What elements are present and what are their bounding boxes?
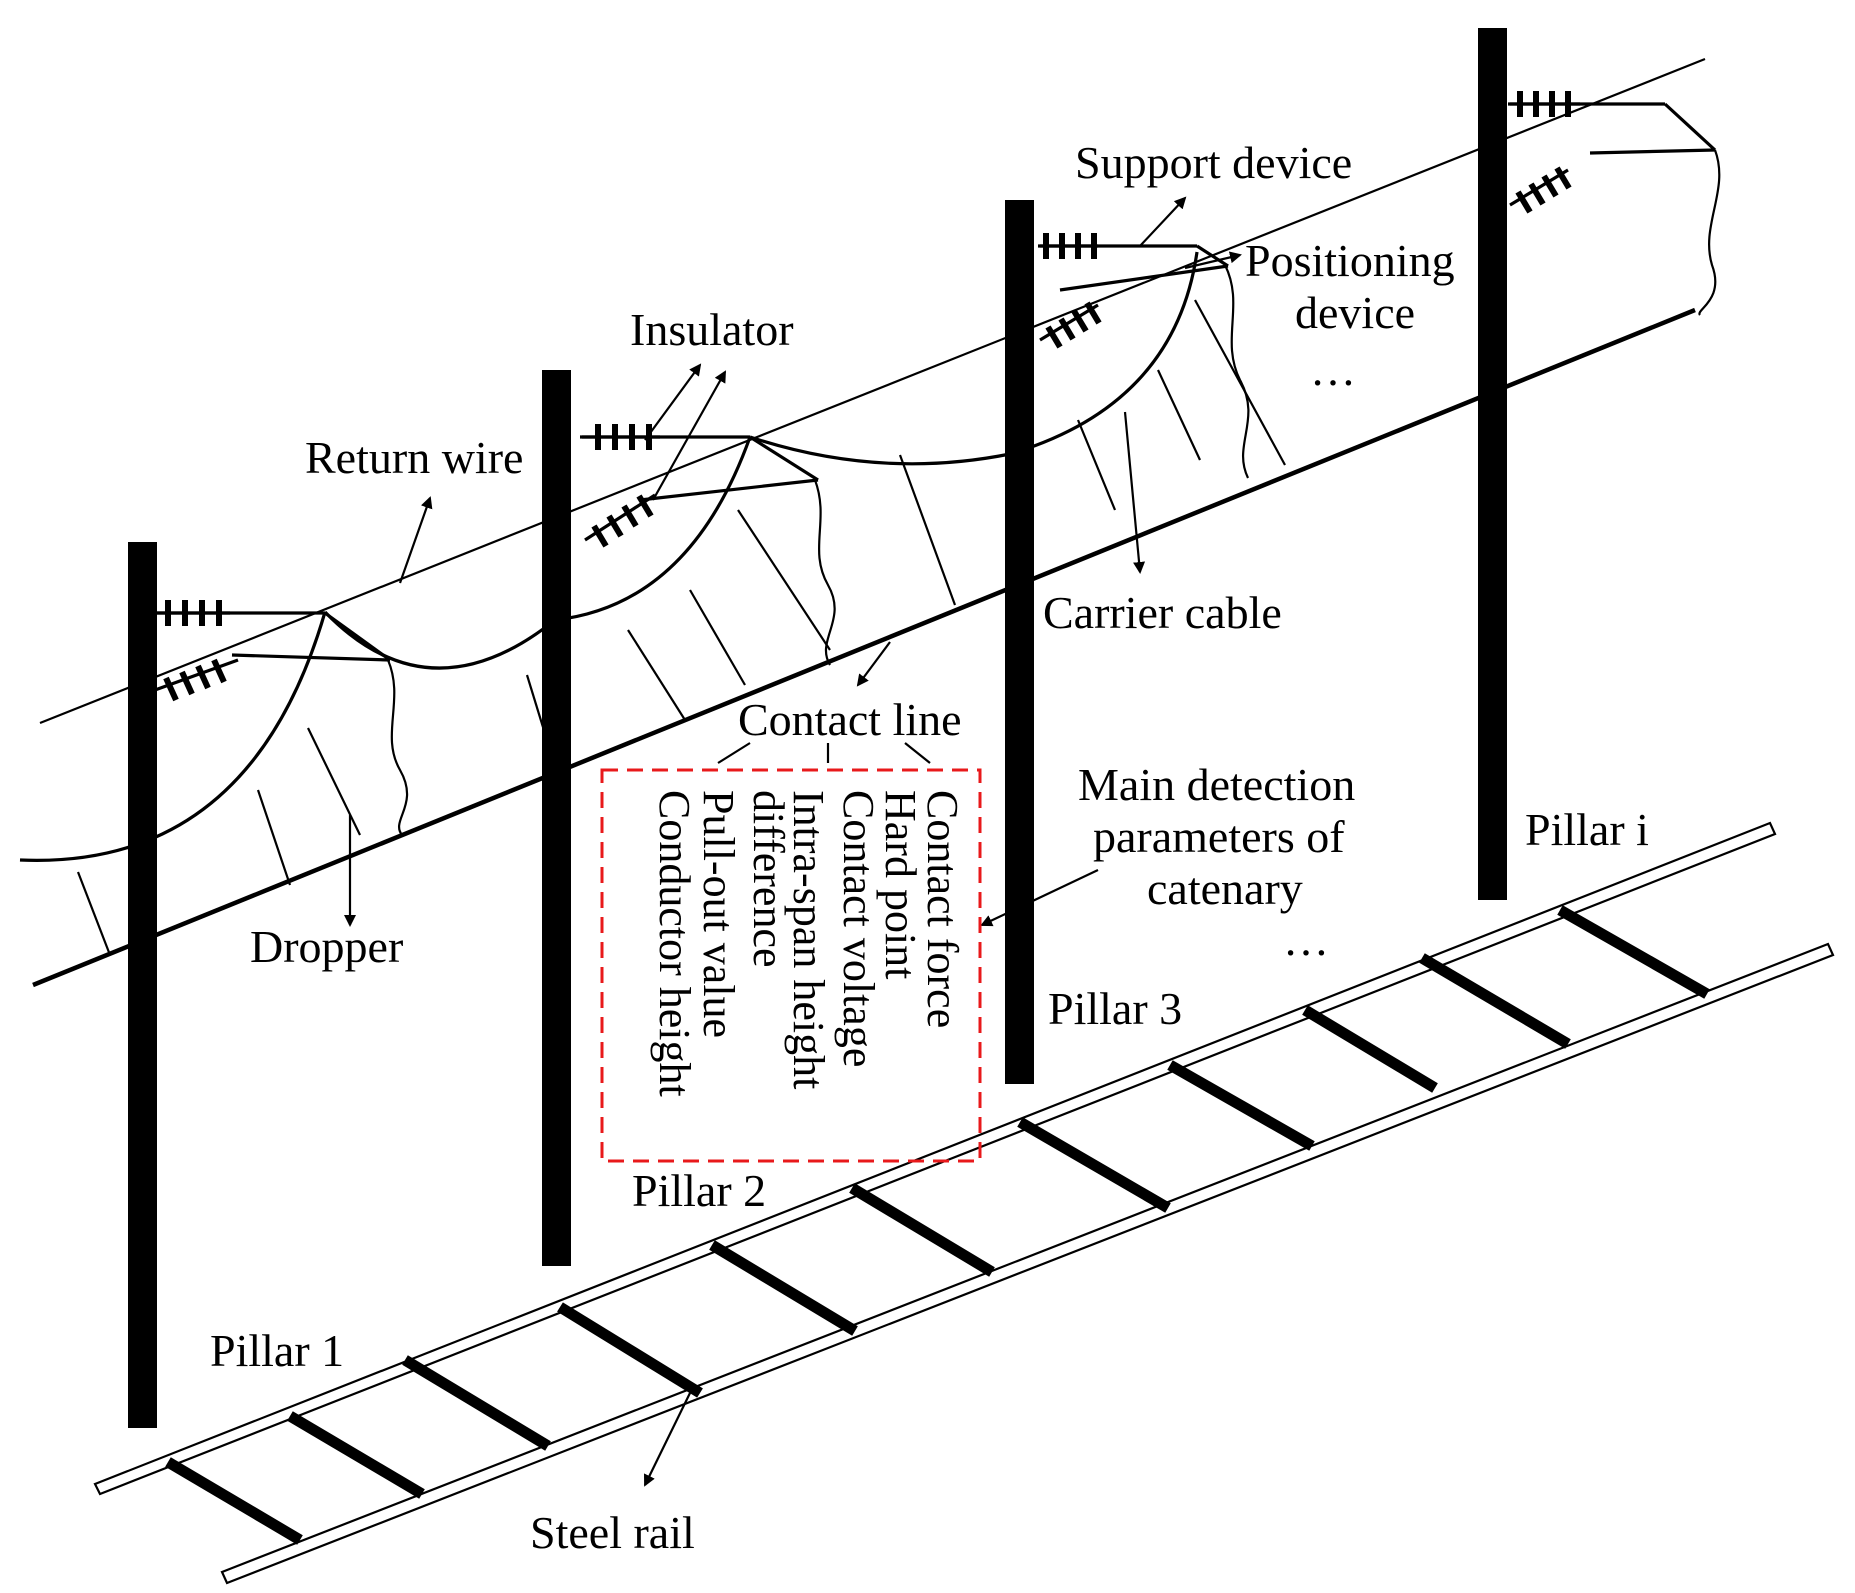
label-positioning-device-2: device <box>1295 287 1415 338</box>
pillar-i-pole <box>1478 28 1507 900</box>
label-pillar-i: Pillar i <box>1525 804 1649 855</box>
label-main-detection-3: catenary <box>1147 863 1303 914</box>
param-hard-point: Hard point <box>876 790 925 979</box>
label-positioning-device-1: Positioning <box>1245 235 1455 286</box>
label-pillar-2: Pillar 2 <box>632 1165 766 1216</box>
param-pull-out-value: Pull-out value <box>694 790 743 1038</box>
label-steel-rail: Steel rail <box>530 1507 695 1558</box>
parameter-list: Contact force Hard point Contact voltage… <box>650 790 967 1097</box>
ellipsis-upper: … <box>1310 344 1356 395</box>
param-intra-span-height: Intra-span height <box>784 790 833 1089</box>
label-insulator: Insulator <box>630 304 794 355</box>
label-main-detection-1: Main detection <box>1078 759 1355 810</box>
insulators <box>152 91 1580 702</box>
wavy-droppers <box>386 149 1721 836</box>
return-wire-line <box>39 57 1706 725</box>
label-contact-line: Contact line <box>738 694 962 745</box>
label-return-wire: Return wire <box>305 432 523 483</box>
ellipsis-lower: … <box>1283 914 1329 965</box>
param-contact-force: Contact force <box>918 790 967 1028</box>
droppers <box>76 299 1286 956</box>
steel-rail <box>93 821 1835 1585</box>
label-support-device: Support device <box>1075 137 1352 188</box>
param-contact-voltage: Contact voltage <box>834 790 883 1067</box>
param-conductor-height: Conductor height <box>650 790 699 1097</box>
param-difference: difference <box>744 790 793 968</box>
label-pillar-1: Pillar 1 <box>210 1325 344 1376</box>
label-main-detection-2: parameters of <box>1093 811 1345 862</box>
detection-parameters-box <box>600 768 982 1163</box>
label-pillar-3: Pillar 3 <box>1048 983 1182 1034</box>
contact-line <box>32 307 1696 988</box>
annotation-arrows <box>344 196 1242 1487</box>
pillar-2-pole <box>542 370 571 1266</box>
label-dropper: Dropper <box>250 921 403 972</box>
pillar-3-pole <box>1005 200 1034 1084</box>
pillar-1-pole <box>128 542 157 1428</box>
label-carrier-cable: Carrier cable <box>1043 587 1282 638</box>
